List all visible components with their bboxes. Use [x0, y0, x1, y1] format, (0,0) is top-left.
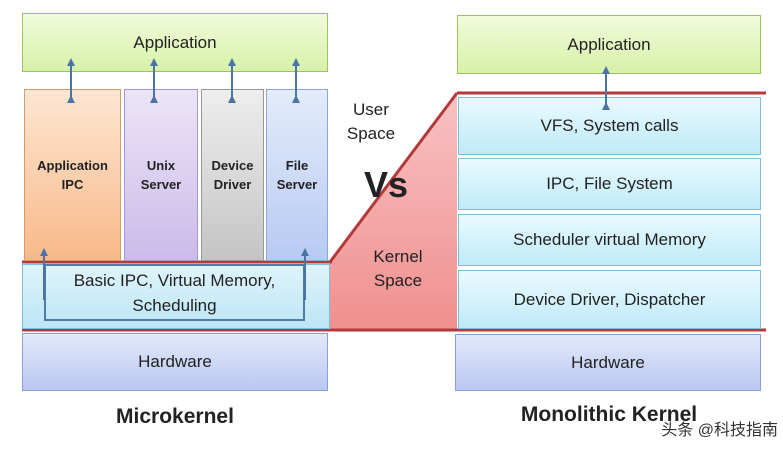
- microkernel-core-line2: Scheduling: [132, 295, 217, 315]
- server-application-ipc: Application IPC: [24, 89, 121, 261]
- microkernel-core-line1: Basic IPC, Virtual Memory,: [73, 270, 276, 290]
- microkernel-title: Microkernel: [116, 405, 234, 428]
- kernel-space-label: Kernel Space: [363, 244, 433, 294]
- kernel-space-line1: Kernel: [373, 247, 423, 266]
- kernel-space-fill: [330, 93, 457, 330]
- monolithic-title: Monolithic Kernel: [520, 403, 698, 426]
- monolithic-application-label: Application: [567, 34, 651, 54]
- server-file: File Server: [266, 89, 328, 261]
- server-line1: Unix: [146, 158, 176, 173]
- monolithic-layer: Scheduler virtual Memory: [458, 214, 761, 266]
- user-space-label: User Space: [336, 97, 406, 147]
- vs-label: Vs: [363, 164, 409, 205]
- server-line2: Server: [140, 177, 182, 192]
- server-line1: Application: [37, 158, 108, 173]
- monolithic-layer-label: Device Driver, Dispatcher: [513, 289, 706, 309]
- monolithic-layer: IPC, File System: [458, 158, 761, 210]
- microkernel-hardware-label: Hardware: [138, 352, 212, 371]
- server-unix: Unix Server: [124, 89, 198, 261]
- server-line2: Server: [276, 177, 318, 192]
- monolithic-hardware-box: Hardware: [455, 334, 761, 391]
- user-space-line1: User: [353, 100, 389, 119]
- monolithic-layer-label: Scheduler virtual Memory: [513, 230, 706, 249]
- monolithic-layer-label: IPC, File System: [546, 174, 673, 193]
- server-line2: Driver: [213, 177, 252, 192]
- monolithic-layer: Device Driver, Dispatcher: [458, 270, 761, 329]
- watermark: 头条 @科技指南: [661, 422, 778, 439]
- server-device-driver: Device Driver: [201, 89, 264, 261]
- user-space-line2: Space: [346, 124, 396, 143]
- server-line2: IPC: [61, 177, 84, 192]
- kernel-space-line2: Space: [373, 271, 423, 290]
- microkernel-hardware-box: Hardware: [22, 333, 328, 391]
- monolithic-layer-label: VFS, System calls: [540, 116, 679, 135]
- monolithic-hardware-label: Hardware: [571, 352, 645, 372]
- microkernel-application-label: Application: [133, 32, 217, 52]
- diagonal-boundary-line: [328, 92, 459, 263]
- server-line1: Device: [211, 158, 254, 173]
- server-line1: File: [285, 158, 309, 173]
